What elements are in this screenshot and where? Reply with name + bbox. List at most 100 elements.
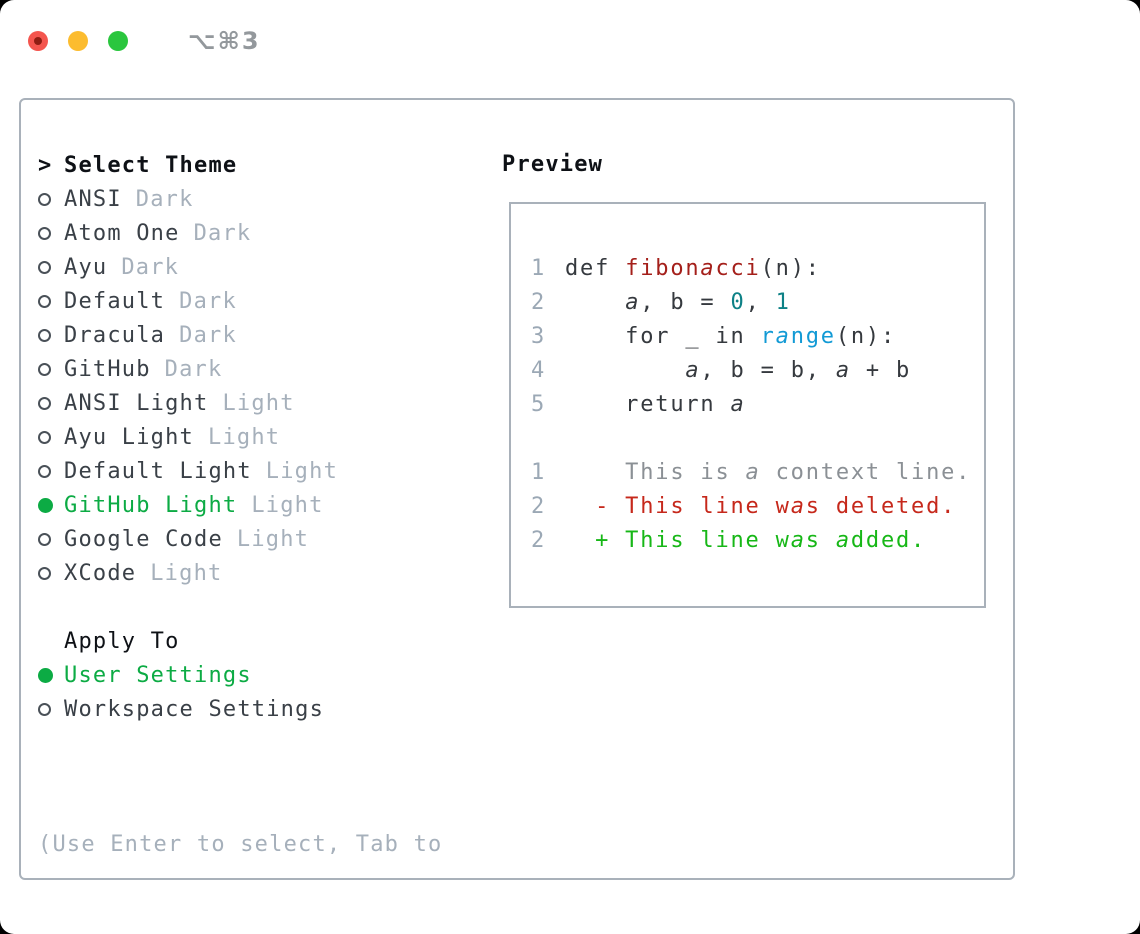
code-token-pln: a, b = b, a + b (685, 357, 912, 383)
spacer (38, 590, 442, 624)
apply-option-label: User Settings (64, 662, 252, 688)
radio-ring-icon (38, 362, 51, 376)
apply-to-header: Apply To (38, 624, 442, 658)
code-token-fn: fibonacci (625, 255, 761, 281)
code-text: This is a context line. (565, 460, 971, 485)
theme-option-tag: Dark (193, 220, 252, 246)
radio-unselected-icon (38, 328, 64, 342)
line-number: 4 (531, 357, 547, 383)
theme-option-ayu-light-light[interactable]: Ayu Light Light (38, 420, 442, 454)
radio-selected-icon (38, 497, 64, 513)
main-panel-frame (19, 98, 1015, 880)
theme-option-tag: Light (251, 492, 324, 518)
radio-unselected-icon (38, 192, 64, 206)
preview-code-line (531, 421, 984, 455)
preview-code-line: 4 a, b = b, a + b (531, 353, 984, 387)
theme-option-tag: Light (150, 560, 223, 586)
code-token-bi: range (760, 323, 836, 349)
radio-unselected-icon (38, 430, 64, 444)
preview-code-line: 2 - This line was deleted. (531, 489, 984, 523)
theme-option-label: Ayu Light (64, 424, 195, 450)
radio-ring-icon (38, 430, 51, 444)
theme-option-label: ANSI (64, 186, 122, 212)
apply-option-user-settings[interactable]: User Settings (38, 658, 442, 692)
theme-option-label: Dracula (64, 322, 166, 348)
code-token-num: 1 (775, 289, 791, 315)
preview-code-line: 2 + This line was added. (531, 523, 984, 557)
theme-option-tag: Dark (121, 254, 180, 280)
preview-code-line: 1 This is a context line. (531, 455, 984, 489)
maximize-button[interactable] (108, 31, 128, 51)
theme-option-label: Atom One (64, 220, 180, 246)
radio-unselected-icon (38, 260, 64, 274)
theme-option-label: Google Code (64, 526, 223, 552)
window-title: ⌥⌘3 (188, 27, 261, 55)
radio-unselected-icon (38, 294, 64, 308)
radio-unselected-icon (38, 566, 64, 580)
radio-ring-icon (38, 702, 51, 716)
theme-option-tag: Light (265, 458, 339, 484)
line-number: 2 (531, 527, 547, 553)
code-text: a, b = b, a + b (565, 358, 911, 383)
radio-ring-icon (38, 566, 51, 580)
titlebar: ⌥⌘3 (28, 27, 261, 55)
radio-ring-icon (38, 396, 51, 410)
code-token-ctx: This is a context line. (565, 459, 972, 485)
theme-option-ansi-dark[interactable]: ANSI Dark (38, 182, 442, 216)
code-token-pln: (n): (760, 255, 821, 281)
theme-list-header: > Select Theme (38, 148, 442, 182)
close-button-dot-icon (34, 37, 42, 45)
code-text: a, b = 0, 1 (565, 290, 791, 315)
code-token-del: - This line was deleted. (565, 493, 957, 519)
theme-option-atom-one-dark[interactable]: Atom One Dark (38, 216, 442, 250)
code-token-pln: a, b = (625, 289, 731, 315)
theme-option-google-code-light[interactable]: Google Code Light (38, 522, 442, 556)
theme-option-tag: Dark (179, 288, 237, 314)
radio-dot-icon (38, 497, 53, 513)
code-text: + This line was added. (565, 528, 926, 553)
radio-ring-icon (38, 532, 51, 546)
selection-cursor-icon: > (38, 152, 53, 178)
code-token-add: + This line was added. (565, 527, 927, 553)
theme-list-header-label: Select Theme (64, 152, 238, 178)
code-token-pln: for _ in (565, 323, 761, 349)
help-text-line1: (Use Enter to select, Tab to (38, 832, 443, 857)
theme-option-tag: Dark (135, 186, 194, 212)
theme-option-tag: Light (208, 424, 281, 450)
radio-ring-icon (38, 260, 51, 274)
code-text: return a (565, 392, 746, 417)
theme-option-label: ANSI Light (64, 390, 209, 416)
line-number: 5 (531, 391, 547, 417)
close-button[interactable] (28, 31, 48, 51)
line-number: 2 (531, 289, 547, 315)
theme-option-tag: Light (236, 526, 310, 552)
spacer (38, 726, 442, 760)
line-number: 2 (531, 493, 547, 519)
theme-option-github-light-light[interactable]: GitHub Light Light (38, 488, 442, 522)
apply-option-workspace-settings[interactable]: Workspace Settings (38, 692, 442, 726)
radio-ring-icon (38, 328, 51, 342)
theme-option-label: Default Light (64, 458, 252, 484)
radio-unselected-icon (38, 702, 64, 716)
help-text-line2: change focus) (38, 930, 442, 934)
theme-option-default-light-light[interactable]: Default Light Light (38, 454, 442, 488)
theme-option-label: GitHub Light (64, 492, 238, 518)
radio-selected-icon (38, 667, 64, 683)
code-token-pln: (n): (835, 323, 897, 349)
code-token-pln: , (745, 289, 776, 315)
line-number: 1 (531, 255, 547, 281)
minimize-button[interactable] (68, 31, 88, 51)
radio-unselected-icon (38, 226, 64, 240)
